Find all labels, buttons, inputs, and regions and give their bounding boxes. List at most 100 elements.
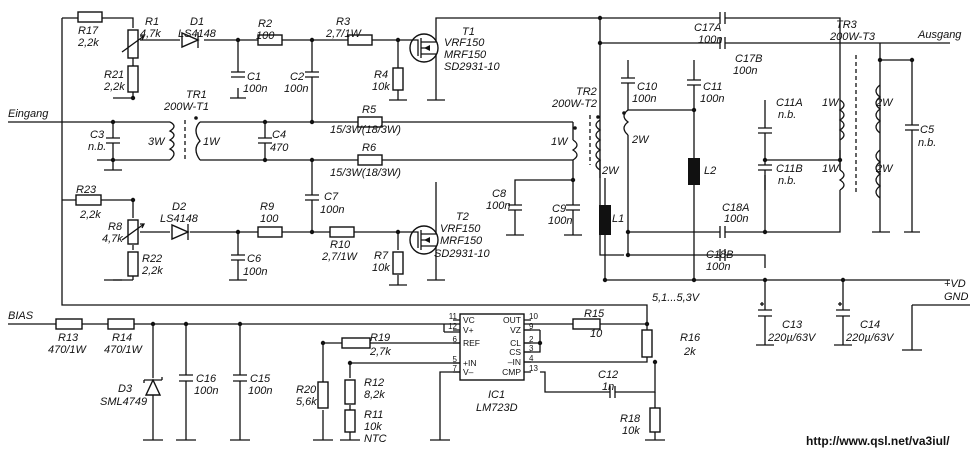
port-output: Ausgang (917, 29, 962, 41)
label-r-r4-1: 10k (372, 81, 390, 93)
junction-dot (570, 177, 576, 183)
label-c-c6-1: 100n (243, 266, 267, 278)
junction-dot (237, 321, 243, 327)
label-r-r6-1: 15/3W(18/3W) (330, 167, 401, 179)
label-r-r2-1: 100 (256, 30, 275, 42)
junction-dot (691, 277, 697, 283)
resistor-r22 (127, 251, 139, 277)
label-l-l1: L1 (612, 213, 624, 225)
label-c-c8-0: C8 (492, 188, 507, 200)
label-t-t2-0: T2 (456, 211, 469, 223)
label-r-r8-1: 4,7k (102, 233, 123, 245)
ic-pin-number-right-4: 4 (529, 354, 534, 363)
label-windings-w2: 2W (601, 165, 620, 177)
junction-dot (130, 197, 136, 203)
ic1-lm723d (453, 313, 531, 381)
label-c-c11a-0: C11A (776, 97, 803, 109)
label-r-r7-0: R7 (374, 250, 389, 262)
label-c-c2-0: C2 (290, 71, 304, 83)
junctions (110, 15, 915, 366)
junction-dot (644, 321, 650, 327)
label-d-d1-1: LS4148 (178, 28, 217, 40)
junction-dot (110, 157, 116, 163)
label-r-r9-0: R9 (260, 201, 274, 213)
label-r-r15-1: 10 (590, 328, 603, 340)
junction-dot (150, 321, 156, 327)
port-vd: +VD (944, 278, 966, 290)
label-r-r23-0: R23 (76, 184, 97, 196)
resistor-r6 (357, 154, 383, 166)
label-t-t1-0: T1 (462, 26, 475, 38)
ic-pin-number-left-2: 6 (453, 335, 458, 344)
resistor-r20 (317, 381, 329, 409)
ic-pin-name-right-3: CS (509, 347, 521, 357)
resistor-r15 (572, 318, 601, 330)
label-c-c17a-0: C17A (694, 22, 722, 34)
diodes (143, 31, 200, 396)
resistor-r5 (357, 116, 383, 128)
junction-dot (235, 37, 241, 43)
source-url: http://www.qsl.net/va3iul/ (806, 434, 950, 448)
junction-dot (537, 340, 543, 346)
label-windings-w3: 3W (148, 136, 166, 148)
label-c-c10-1: 100n (632, 93, 656, 105)
label-c-c10-0: C10 (637, 81, 658, 93)
junction-dot (309, 37, 315, 43)
label-windings-w2: 2W (875, 163, 894, 175)
label-c-c3-0: C3 (90, 129, 105, 141)
label-d-d1-0: D1 (190, 16, 204, 28)
resistor-r11 (344, 409, 356, 433)
ic-pin-number-right-1: 9 (529, 322, 534, 331)
label-windings-w2: 2W (631, 134, 650, 146)
label-c-c4-0: C4 (272, 129, 286, 141)
ic-pin-name-right-0: OUT (503, 315, 521, 325)
label-t-t1-2: MRF150 (444, 49, 487, 61)
label-c-c5-0: C5 (920, 124, 935, 136)
label-r-r7-1: 10k (372, 262, 390, 274)
label-r-r16-1: 2k (683, 346, 696, 358)
label-r-r18-0: R18 (620, 413, 641, 425)
label-c-c8-1: 100n (486, 200, 510, 212)
resistor-r3 (347, 34, 373, 46)
label-r-r17-1: 2,2k (77, 37, 99, 49)
wires (8, 17, 970, 440)
label-t-t1-1: VRF150 (444, 37, 485, 49)
label-c-c18b-0: C18B (706, 249, 734, 261)
junction-dot (691, 107, 697, 113)
junction-dot (762, 277, 768, 283)
ic-pin-number-right-5: 13 (529, 364, 538, 373)
transformers (168, 55, 882, 235)
label-r-r3-1: 2,7/1W (325, 28, 362, 40)
label-c-c1-1: 100n (243, 83, 267, 95)
junction-dot (602, 277, 608, 283)
label-c-c1-0: C1 (247, 71, 261, 83)
junction-dot (320, 340, 326, 346)
ic-pin-name-left-1: V+ (463, 325, 474, 335)
resistor-r14 (107, 318, 135, 330)
ic-pin-number-right-2: 2 (529, 335, 534, 344)
ic-pin-name-left-3: +IN (463, 358, 476, 368)
junction-dot (597, 15, 603, 21)
label-r-r17-0: R17 (78, 25, 99, 37)
label-r-r5-0: R5 (362, 104, 377, 116)
resistor-r9 (257, 226, 283, 238)
label-c-c11a-1: n.b. (778, 109, 796, 121)
label-ic1-part: LM723D (476, 402, 518, 414)
label-l-l2: L2 (704, 165, 716, 177)
junction-dot (395, 37, 401, 43)
ic-pin-number-left-0: 11 (449, 312, 458, 321)
ic-pin-name-left-0: VC (463, 315, 475, 325)
junction-dot (110, 119, 116, 125)
label-r-r21-1: 2,2k (103, 81, 125, 93)
capacitors (106, 12, 919, 398)
label-r-r23-1: 2,2k (79, 209, 101, 221)
supply-range: 5,1...5,3V (652, 292, 701, 304)
label-r-r16-0: R16 (680, 332, 701, 344)
resistor-r2 (257, 34, 283, 46)
resistors (55, 11, 661, 433)
label-t-t2-3: SD2931-10 (434, 248, 491, 260)
label-r-r14-0: R14 (112, 332, 132, 344)
label-c-c11-1: 100n (700, 93, 724, 105)
junction-dot (762, 229, 768, 235)
label-r-r9-1: 100 (260, 213, 279, 225)
